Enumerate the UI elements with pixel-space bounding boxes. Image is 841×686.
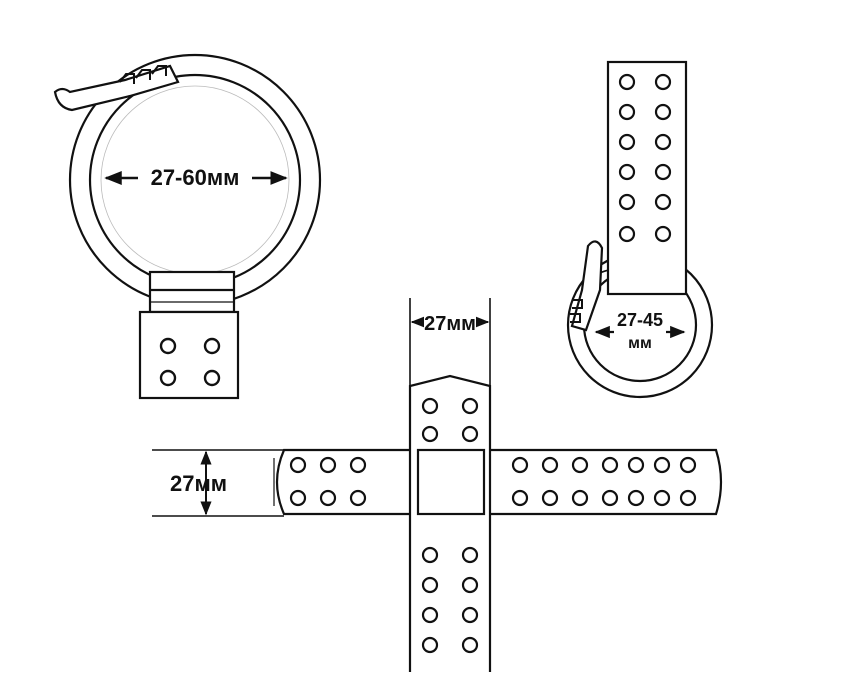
large-ring-latch [53,64,180,112]
cross-width-label: 27мм [424,313,476,335]
cross-holes-top [421,397,479,443]
strap-width-dimension [152,449,284,517]
large-ring-mount-holes [159,337,221,387]
small-ring-latch [570,240,604,332]
cross-width-dimension [409,298,491,386]
large-ring-mount-block [148,270,236,314]
cross-vertical-band [408,374,492,672]
cross-holes-left [289,456,367,507]
cross-horizontal-band [275,448,723,516]
small-ring-range-unit: мм [628,335,652,352]
small-ring-dashed-top [591,264,689,277]
small-ring-clamp [566,60,714,399]
cross-holes-bottom [421,546,479,654]
cross-holes-right [511,456,697,507]
cross-center-square [416,448,486,516]
large-ring-range-label: 27-60мм [151,165,240,190]
large-ring-mount-plate [138,310,240,400]
vertical-strap [606,60,688,296]
cross-strap [273,374,723,672]
strap-width-label: 27мм [170,471,227,496]
vertical-strap-holes [618,73,672,243]
large-ring-clamp [53,53,322,400]
small-ring-range-label: 27-45 [617,310,663,330]
